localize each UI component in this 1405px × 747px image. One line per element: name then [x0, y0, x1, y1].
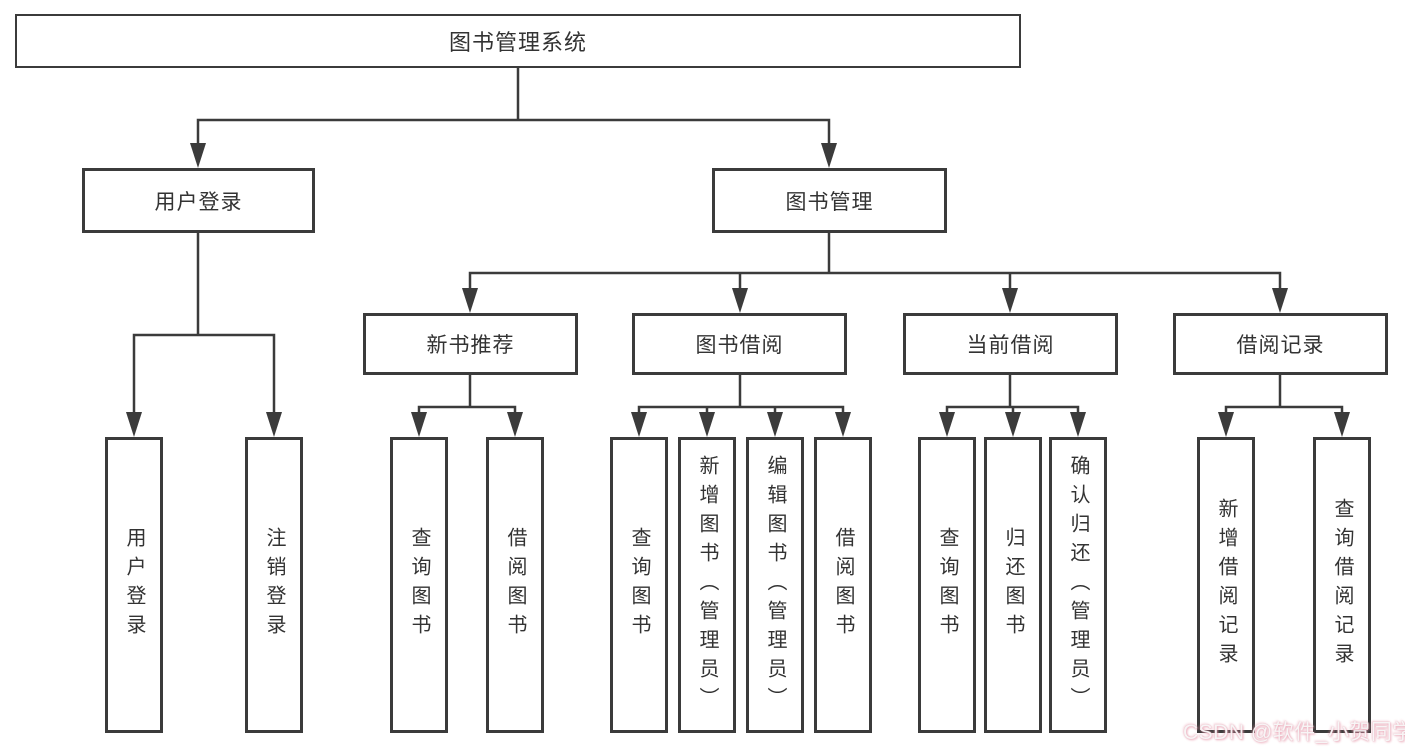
node-label: 新书推荐 — [426, 334, 515, 357]
arrow-leaf — [507, 412, 523, 437]
arrow-to-new-book-recommendation — [462, 288, 478, 313]
arrow-to-borrowing-records — [1272, 288, 1288, 313]
node-label: 查询借阅记录 — [1331, 498, 1353, 672]
connector-user-login — [132, 231, 276, 420]
arrow-leaf — [1005, 412, 1021, 437]
node-label: 查询图书 — [628, 527, 650, 643]
arrow-to-book-management — [821, 143, 837, 168]
node-label: 当前借阅 — [966, 334, 1055, 357]
node-label: 用户登录 — [123, 527, 145, 643]
leaf-user-login: 用户登录 — [105, 437, 163, 733]
node-library-management-system: 图书管理系统 — [15, 14, 1021, 68]
node-label: 图书管理 — [785, 190, 874, 214]
leaf-query-books-recommend: 查询图书 — [390, 437, 448, 733]
node-book-borrowing: 图书借阅 — [632, 313, 847, 375]
connector-book-management — [468, 231, 1282, 294]
node-label: 图书借阅 — [695, 334, 784, 357]
leaf-add-books-admin: 新增图书（管理员） — [678, 437, 736, 733]
node-label: 借阅图书 — [832, 527, 854, 643]
connector-current-borrowing — [945, 373, 1080, 420]
connector-root — [196, 66, 831, 150]
node-user-login: 用户登录 — [82, 168, 315, 233]
arrow-to-book-borrowing — [732, 288, 748, 313]
leaf-query-books-borrow: 查询图书 — [610, 437, 668, 733]
arrow-to-leaf-user-login — [126, 412, 142, 437]
node-label: 确认归还（管理员） — [1067, 454, 1089, 716]
csdn-watermark: CSDN @软件_小贺同学 — [1183, 721, 1405, 744]
connector-borrowing-records — [1224, 373, 1344, 420]
leaf-add-borrow-record: 新增借阅记录 — [1197, 437, 1255, 733]
arrow-leaf — [631, 412, 647, 437]
arrow-to-user-login — [190, 143, 206, 168]
node-label: 注销登录 — [263, 527, 285, 643]
leaf-query-borrow-record: 查询借阅记录 — [1313, 437, 1371, 733]
node-label: 查询图书 — [408, 527, 430, 643]
leaf-query-books-current: 查询图书 — [918, 437, 976, 733]
node-borrowing-records: 借阅记录 — [1173, 313, 1388, 375]
node-label: 图书管理系统 — [448, 30, 587, 55]
connector-new-book-recommendation — [417, 373, 517, 420]
node-new-book-recommendation: 新书推荐 — [363, 313, 578, 375]
leaf-edit-books-admin: 编辑图书（管理员） — [746, 437, 804, 733]
arrow-to-current-borrowing — [1002, 288, 1018, 313]
leaf-borrow-books-recommend: 借阅图书 — [486, 437, 544, 733]
leaf-borrow-books: 借阅图书 — [814, 437, 872, 733]
node-label: 查询图书 — [936, 527, 958, 643]
leaf-return-books: 归还图书 — [984, 437, 1042, 733]
node-label: 新增图书（管理员） — [696, 454, 718, 716]
node-book-management: 图书管理 — [712, 168, 947, 233]
arrow-leaf — [1334, 412, 1350, 437]
leaf-logout: 注销登录 — [245, 437, 303, 733]
arrow-leaf — [1070, 412, 1086, 437]
arrow-leaf — [767, 412, 783, 437]
node-label: 借阅图书 — [504, 527, 526, 643]
node-label: 用户登录 — [154, 190, 243, 214]
node-label: 编辑图书（管理员） — [764, 454, 786, 716]
node-label: 新增借阅记录 — [1215, 498, 1237, 672]
arrow-leaf — [835, 412, 851, 437]
arrow-leaf — [1218, 412, 1234, 437]
connector-book-borrowing — [637, 373, 845, 420]
leaf-confirm-return-admin: 确认归还（管理员） — [1049, 437, 1107, 733]
arrow-leaf — [411, 412, 427, 437]
node-current-borrowing: 当前借阅 — [903, 313, 1118, 375]
node-label: 归还图书 — [1002, 527, 1024, 643]
arrow-leaf — [699, 412, 715, 437]
arrow-leaf — [939, 412, 955, 437]
node-label: 借阅记录 — [1236, 334, 1325, 357]
arrow-to-leaf-logout — [266, 412, 282, 437]
